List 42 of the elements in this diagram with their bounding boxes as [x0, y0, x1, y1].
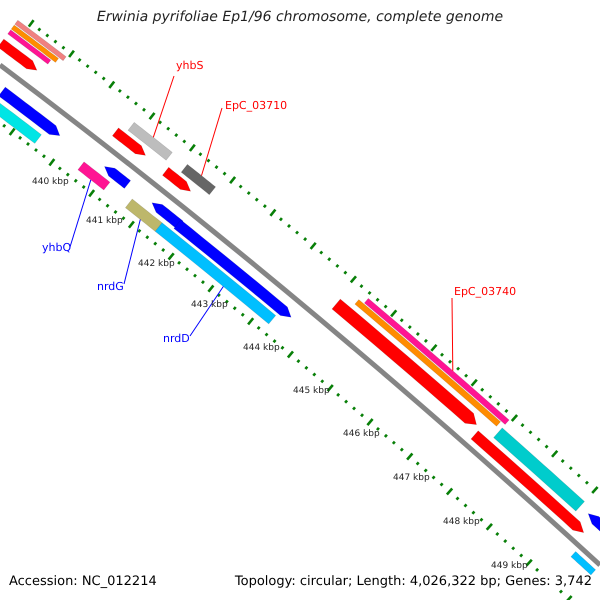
gene-feature — [332, 298, 477, 425]
accession-text: Accession: NC_012214 — [9, 575, 157, 590]
gene-label: yhbQ — [42, 242, 72, 254]
leader-line — [70, 179, 92, 248]
gene-bar — [7, 29, 52, 65]
gene-feature — [112, 127, 146, 156]
tick-label: 441 kbp — [86, 217, 123, 227]
tick-label: 444 kbp — [243, 344, 280, 354]
gene-bar — [180, 164, 216, 196]
gene-label: nrdG — [97, 281, 124, 294]
gene-bar — [128, 122, 173, 161]
gene-label: EpC_03710 — [225, 100, 288, 112]
gene-bar — [124, 198, 163, 232]
leader-line — [152, 76, 174, 138]
gene-feature — [0, 38, 38, 71]
tick-label: 442 kbp — [138, 260, 175, 270]
gene-bar — [154, 222, 276, 324]
tick-label: 440 kbp — [32, 178, 69, 188]
gene-label: EpC_03740 — [454, 286, 516, 298]
gene-feature — [0, 86, 60, 136]
gene-feature — [152, 202, 184, 230]
tick-label: 445 kbp — [293, 387, 330, 397]
gene-bar — [10, 24, 59, 63]
gene-label: yhbS — [176, 60, 204, 72]
genome-stats-text: Topology: circular; Length: 4,026,322 bp; Genes: 3,742 — [234, 575, 592, 590]
title: Erwinia pyrifoliae Ep1/96 chromosome, complete genome — [96, 10, 504, 26]
leader-line — [190, 286, 224, 336]
tick-label: 447 kbp — [393, 474, 430, 484]
gene-feature — [173, 219, 292, 318]
tick-label: 449 kbp — [491, 562, 528, 572]
leader-line — [124, 219, 141, 284]
gene-label: nrdD — [163, 333, 190, 346]
tick-label: 446 kbp — [343, 430, 380, 440]
tick-label: 448 kbp — [443, 518, 480, 528]
gene-feature — [162, 166, 192, 192]
gene-feature — [104, 166, 132, 189]
tick-label: 443 kbp — [191, 301, 228, 311]
gene-bar — [493, 427, 585, 512]
leader-line — [201, 108, 222, 176]
gene-bar — [570, 551, 596, 576]
gene-bar — [14, 20, 67, 62]
gene-bar — [77, 161, 110, 190]
